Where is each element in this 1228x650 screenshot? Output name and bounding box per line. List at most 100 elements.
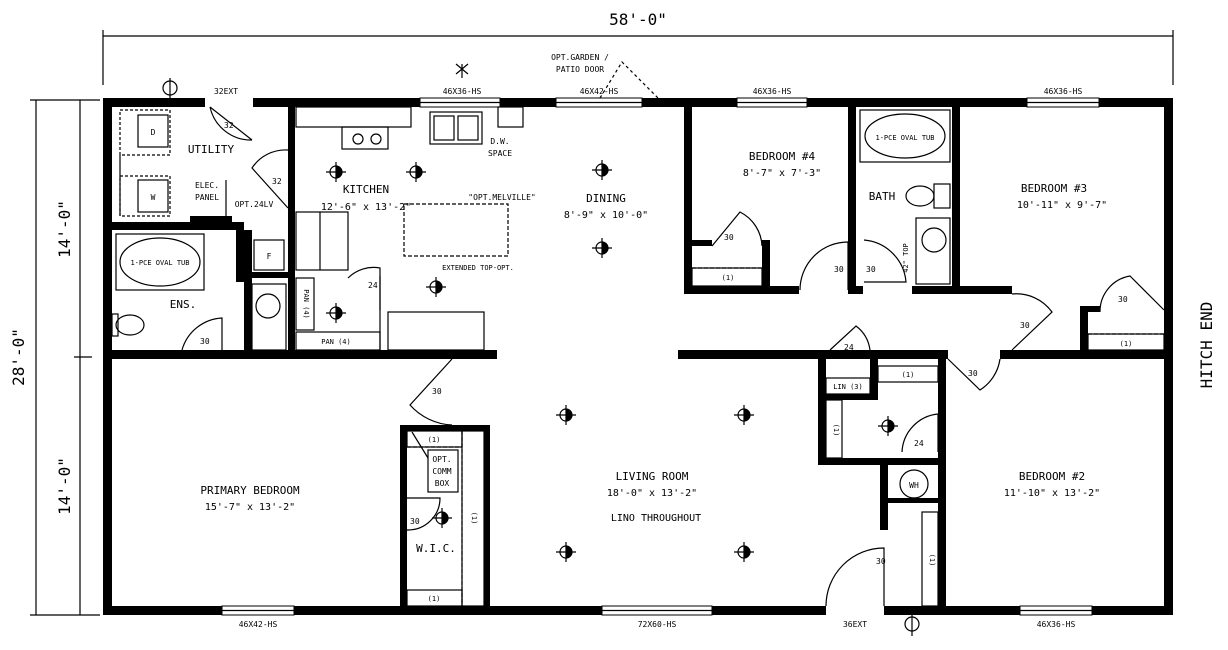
- utility-label: UTILITY: [188, 143, 235, 156]
- ens-tub-label: 1-PCE OVAL TUB: [130, 259, 189, 267]
- bed3-door-size: 30: [1020, 321, 1030, 330]
- bed3-closet-door-arc: [1099, 275, 1165, 313]
- ens-sink-icon: [255, 293, 281, 319]
- half-depth-top-label: 14'-0": [55, 200, 74, 258]
- light-icon: [432, 508, 452, 528]
- bottom-living-window-label: 72X60-HS: [638, 620, 677, 629]
- elec-panel-label-2: PANEL: [195, 193, 219, 202]
- bed4-closet-door-arc: [711, 211, 763, 247]
- bed4-door-size: 30: [834, 265, 844, 274]
- opt-24lv-label: OPT.24LV: [235, 200, 274, 209]
- utility-room: D W UTILITY ELEC. PANEL OPT.24LV 32 32 F: [119, 106, 289, 271]
- dimension-lines: 58'-0" 28'-0" 14'-0" 14'-0" HITCH END: [9, 10, 1216, 616]
- burner-icon: [352, 133, 364, 145]
- bed4-shelf-label: (1): [722, 274, 735, 282]
- top-bed4-window-label: 46X36-HS: [753, 87, 792, 96]
- elec-panel-label-1: ELEC.: [195, 181, 219, 190]
- kitchen-island: [403, 203, 509, 257]
- extended-top-label: EXTENDED TOP-OPT.: [442, 264, 514, 272]
- bedroom2-dim: 11'-10" x 13'-2": [1004, 488, 1100, 499]
- bath-toilet-icon: [905, 185, 935, 207]
- bath-42top-label: 42" TOP: [902, 243, 910, 273]
- wic-door-arc: [406, 497, 441, 531]
- pantry-b-label: PAN (4): [321, 338, 351, 346]
- washer-label: W: [151, 193, 156, 202]
- kitchen-dim: 12'-6" x 13'-2": [321, 202, 411, 213]
- closet2-shelf-label: (1): [902, 371, 915, 379]
- bed4-door-arc: [799, 241, 849, 291]
- lino-note: LINO THROUGHOUT: [611, 513, 701, 524]
- bed3-shelf-label: (1): [1120, 340, 1133, 348]
- dw-space-label-2: SPACE: [488, 149, 512, 158]
- bath-door-arc: [863, 239, 907, 283]
- front-door-size: 30: [876, 557, 886, 566]
- bottom-front-door-label: 36EXT: [843, 620, 867, 629]
- wic-shelf-side-label: (1): [470, 512, 478, 525]
- bottom-primary-window-label: 46X42-HS: [239, 620, 278, 629]
- bath-sink-icon: [921, 227, 947, 253]
- bedroom2-room: BEDROOM #2 11'-10" x 13'-2" 30: [947, 358, 1100, 499]
- ceiling-lights: [326, 160, 898, 562]
- interior-walls: [112, 107, 1164, 615]
- hitch-end-label: HITCH END: [1197, 302, 1216, 389]
- utility-door-size: 32: [224, 121, 234, 130]
- bed3-closet-door-size: 30: [1118, 295, 1128, 304]
- bedroom4-label: BEDROOM #4: [749, 150, 816, 163]
- ens-door-arc: [181, 317, 223, 351]
- top-openings: 32EXT 46X36-HS 46X42-HS 46X36-HS 46X36-H…: [162, 53, 1100, 108]
- top-dining-window-label: 46X42-HS: [580, 87, 619, 96]
- opt-comm-box-label-2: COMM: [432, 467, 451, 476]
- ensuite-room: 1-PCE OVAL TUB ENS. 42" TOP 30: [111, 233, 287, 351]
- light-icon: [556, 542, 576, 562]
- light-icon: [406, 162, 426, 182]
- kitchen-entry-door-arc: [251, 149, 289, 209]
- bed2-door-arc: [947, 358, 1001, 391]
- kitchen-entry-door-size: 32: [272, 177, 282, 186]
- dw-space-label-1: D.W.: [490, 137, 509, 146]
- light-icon: [326, 303, 346, 323]
- light-icon: [426, 277, 446, 297]
- bed2-door-size: 30: [968, 369, 978, 378]
- light-icon: [592, 160, 612, 180]
- living-dim: 18'-0" x 13'-2": [607, 488, 697, 499]
- primary-dim: 15'-7" x 13'-2": [205, 502, 295, 513]
- bath-room: 1-PCE OVAL TUB BATH 42" TOP 30: [859, 109, 951, 285]
- opt-comm-box-label-3: BOX: [435, 479, 450, 488]
- opt-melville-label: "OPT.MELVILLE": [468, 193, 535, 202]
- opt-patio-door-label-1: OPT.GARDEN /: [551, 53, 609, 62]
- linen-closet: LIN (3) 24 (1) (1) 24 WH (1): [825, 325, 939, 607]
- front-door-arc: [825, 547, 885, 607]
- bed3-door-arc: [1011, 293, 1053, 351]
- pantry-door-arc: [347, 266, 381, 310]
- bottom-openings: 46X42-HS 72X60-HS 36EXT 46X36-HS: [221, 605, 1093, 636]
- pantry-door-size: 24: [368, 281, 378, 290]
- burner-icon: [370, 133, 382, 145]
- top-utility-door-label: 32EXT: [214, 87, 238, 96]
- wh-label: WH: [909, 481, 919, 490]
- top-bed3-window-label: 46X36-HS: [1044, 87, 1083, 96]
- valve-icon: [455, 63, 469, 78]
- pantry-a-label: PAN (4): [302, 289, 310, 319]
- light-icon: [734, 405, 754, 425]
- living-room: LIVING ROOM 18'-0" x 13'-2" LINO THROUGH…: [607, 470, 886, 607]
- living-label: LIVING ROOM: [616, 470, 689, 483]
- bottom-bed2-window-label: 46X36-HS: [1037, 620, 1076, 629]
- top-kitchen-window-label: 46X36-HS: [443, 87, 482, 96]
- light-icon: [878, 416, 898, 436]
- opt-patio-door-label-2: PATIO DOOR: [556, 65, 604, 74]
- closet2-door-size: 24: [914, 439, 924, 448]
- wic-shelf-top-label: (1): [428, 436, 441, 444]
- closet-side-shelf-label: (1): [832, 424, 840, 437]
- primary-door-size: 30: [432, 387, 442, 396]
- light-icon: [734, 542, 754, 562]
- bath-door-size: 30: [866, 265, 876, 274]
- bath-label: BATH: [869, 190, 896, 203]
- ens-door-size: 30: [200, 337, 210, 346]
- ens-label: ENS.: [170, 298, 197, 311]
- bedroom3-dim: 10'-11" x 9'-7": [1017, 200, 1107, 211]
- wic-label: W.I.C.: [416, 542, 456, 555]
- primary-label: PRIMARY BEDROOM: [200, 484, 300, 497]
- dining-dim: 8'-9" x 10'-0": [564, 210, 648, 221]
- wic-room: (1) (1) (1) OPT. COMM BOX 30 W.I.C.: [406, 430, 485, 607]
- light-icon: [556, 405, 576, 425]
